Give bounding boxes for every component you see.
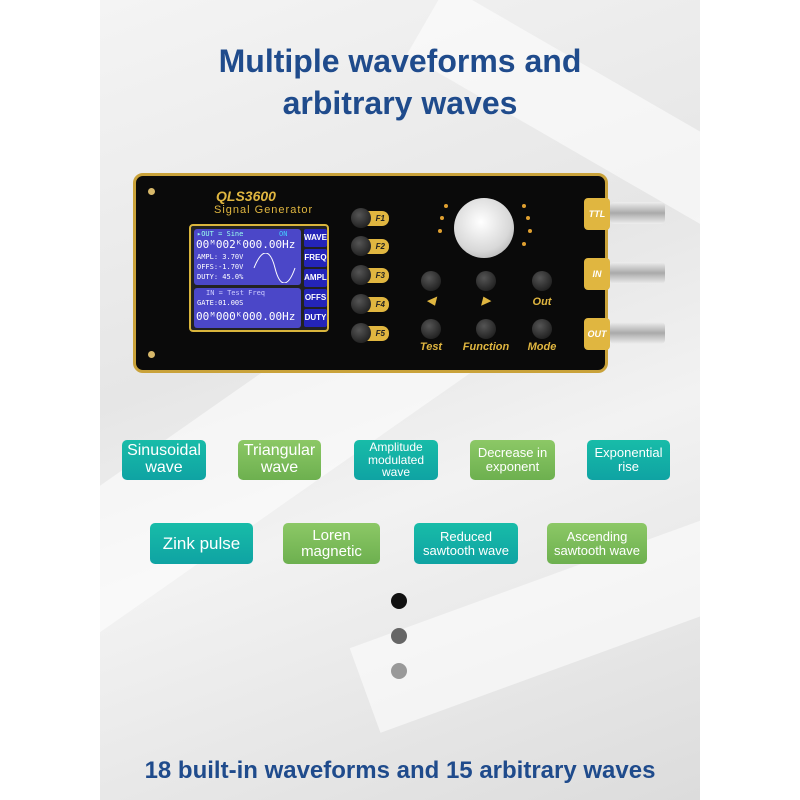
mode-label: Mode (527, 341, 557, 353)
lcd-screen: ▸OUT = Sine ON 00ᴹ002ᴷ000.00Hz AMPL: 3.7… (189, 224, 329, 332)
f3-button[interactable]: F3 (351, 265, 391, 285)
out-frequency: 00ᴹ002ᴷ000.00Hz (196, 238, 296, 251)
headline: Multiple waveforms and arbitrary waves (100, 40, 700, 124)
bnc-connector-ttl (610, 202, 665, 224)
mode-button[interactable] (532, 319, 552, 339)
device-subtitle: Signal Generator (214, 204, 314, 216)
input-panel: IN = Test Freq GATE:01.00S 00ᴹ000ᴷ000.00… (194, 288, 301, 328)
f2-button[interactable]: F2 (351, 236, 391, 256)
f4-button[interactable]: F4 (351, 294, 391, 314)
offset: OFFS:-1.70V (197, 263, 244, 271)
screw-icon (148, 351, 155, 358)
waveform-tag: Zink pulse (150, 523, 253, 564)
right-button[interactable] (476, 271, 496, 291)
right-arrow-icon: ▶ (481, 295, 491, 307)
model-name: QLS3600 (216, 188, 276, 204)
left-arrow-icon: ◀ (426, 295, 436, 307)
waveform-tag: Reduced sawtooth wave (414, 523, 518, 564)
waveform-tag: Exponential rise (587, 440, 670, 480)
rotary-knob[interactable] (454, 198, 514, 258)
out-label: Out (532, 296, 552, 308)
function-button[interactable] (476, 319, 496, 339)
pager-dot-active[interactable] (391, 593, 407, 609)
port-out: OUT (584, 318, 610, 350)
bnc-connector-out (610, 322, 665, 344)
waveform-tag: Amplitude modulated wave (354, 440, 438, 480)
amplitude: AMPL: 3.70V (197, 253, 244, 261)
waveform-tag: Loren magnetic (283, 523, 380, 564)
pager-dot[interactable] (391, 663, 407, 679)
test-label: Test (419, 341, 443, 353)
port-in: IN (584, 258, 610, 290)
left-button[interactable] (421, 271, 441, 291)
out-mode: ▸OUT = Sine (197, 230, 244, 238)
waveform-tag: Decrease in exponent (470, 440, 555, 480)
output-panel: ▸OUT = Sine ON 00ᴹ002ᴷ000.00Hz AMPL: 3.7… (194, 229, 301, 285)
f5-button[interactable]: F5 (351, 323, 391, 343)
headline-line-2: arbitrary waves (282, 85, 518, 121)
softkey-ampl[interactable]: AMPL (304, 269, 327, 287)
test-button[interactable] (421, 319, 441, 339)
waveform-tag: Sinusoidal wave (122, 440, 206, 480)
softkey-wave[interactable]: WAVE (304, 229, 327, 247)
in-mode: IN = Test Freq (206, 289, 266, 297)
headline-line-1: Multiple waveforms and (218, 43, 582, 79)
bnc-connector-in (610, 262, 665, 284)
pager-dot[interactable] (391, 628, 407, 644)
waveform-tag: Triangular wave (238, 440, 321, 480)
sine-wave-icon (253, 253, 296, 283)
out-button[interactable] (532, 271, 552, 291)
screw-icon (148, 188, 155, 195)
signal-generator-device: QLS3600 Signal Generator ▸OUT = Sine ON … (133, 173, 610, 373)
duty: DUTY: 45.0% (197, 273, 244, 281)
softkey-duty[interactable]: DUTY (304, 309, 327, 327)
softkey-offs[interactable]: OFFS (304, 289, 327, 307)
footer-caption: 18 built-in waveforms and 15 arbitrary w… (144, 757, 656, 784)
softkey-freq[interactable]: FREQ (304, 249, 327, 267)
port-ttl: TTL (584, 198, 610, 230)
out-state: ON (279, 230, 288, 238)
waveform-tag: Ascending sawtooth wave (547, 523, 647, 564)
function-label: Function (462, 341, 510, 353)
f1-button[interactable]: F1 (351, 208, 391, 228)
gate-time: GATE:01.00S (197, 299, 244, 307)
in-frequency: 00ᴹ000ᴷ000.00Hz (196, 310, 296, 323)
